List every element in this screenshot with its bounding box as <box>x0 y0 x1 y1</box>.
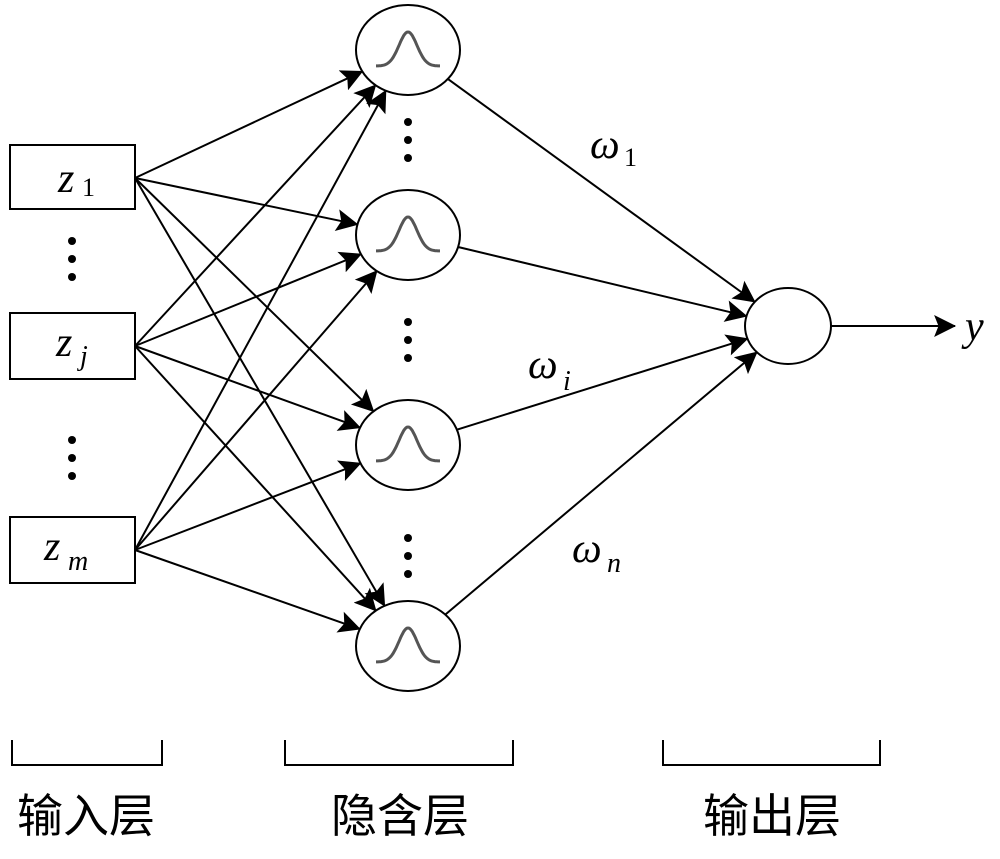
input-z1-subscript: 1 <box>82 173 95 202</box>
hidden-ellipsis-3 <box>404 534 412 578</box>
output-symbol-y: y <box>961 304 984 350</box>
connection-hidden3-output <box>456 334 749 431</box>
weight-wi-symbol: ω <box>528 342 558 388</box>
hidden-ellipsis-1 <box>404 118 412 162</box>
input-layer-label: 输入层 <box>17 789 155 843</box>
connection-input3-hidden4 <box>134 549 361 633</box>
weight-wn-symbol: ω <box>572 526 602 572</box>
connection-hidden4-output <box>444 351 758 616</box>
input-ellipsis-lower <box>68 436 76 480</box>
weight-w1-subscript: 1 <box>624 143 637 172</box>
gaussian-bump-icon <box>376 626 440 664</box>
input-zj-symbol: z <box>55 320 72 366</box>
connection-hidden1-output <box>447 78 756 303</box>
input-node-z1: z 1 <box>9 144 136 210</box>
input-zm-subscript: m <box>68 546 88 577</box>
hidden-ellipsis-2 <box>404 318 412 362</box>
connection-input2-hidden1 <box>134 84 377 347</box>
input-zm-symbol: z <box>43 524 60 570</box>
gaussian-bump-icon <box>376 425 440 463</box>
connection-hidden2-output <box>457 246 748 322</box>
connection-input1-hidden1 <box>134 70 364 179</box>
weight-wi-subscript: i <box>563 366 571 397</box>
hidden-node-3 <box>355 399 461 491</box>
hidden-layer-bracket <box>284 740 514 766</box>
input-z1-symbol: z <box>57 156 74 202</box>
connection-input3-hidden1 <box>134 89 387 551</box>
hidden-node-4 <box>355 600 461 692</box>
connection-input3-hidden2 <box>134 270 378 551</box>
weight-label-w1: ω 1 <box>590 122 637 172</box>
connections <box>134 70 758 633</box>
weight-wn-subscript: n <box>607 548 621 579</box>
weight-label-wi: ω i <box>528 342 571 397</box>
input-node-zm: z m <box>9 516 136 584</box>
weight-label-wn: ω n <box>572 526 621 579</box>
output-layer-label: 输出层 <box>703 789 841 843</box>
weight-w1-symbol: ω <box>590 122 620 168</box>
input-zj-subscript: j <box>77 341 88 372</box>
input-node-zj: z j <box>9 312 136 380</box>
hidden-layer-nodes <box>355 4 461 692</box>
connection-input2-hidden3 <box>134 345 362 431</box>
hidden-node-2 <box>355 189 461 281</box>
connection-input1-hidden3 <box>134 177 375 413</box>
input-ellipsis-upper <box>68 237 76 281</box>
connection-input3-hidden3 <box>134 460 362 551</box>
hidden-layer-label: 隐含层 <box>331 789 469 843</box>
gaussian-bump-icon <box>376 30 440 68</box>
output-layer-bracket <box>662 740 881 766</box>
connection-input2-hidden2 <box>134 251 362 347</box>
connection-input2-hidden4 <box>134 345 377 612</box>
connection-input1-hidden2 <box>134 177 359 231</box>
hidden-node-1 <box>355 4 461 96</box>
output-node <box>744 287 832 365</box>
input-layer-bracket <box>11 740 163 766</box>
gaussian-bump-icon <box>376 215 440 253</box>
